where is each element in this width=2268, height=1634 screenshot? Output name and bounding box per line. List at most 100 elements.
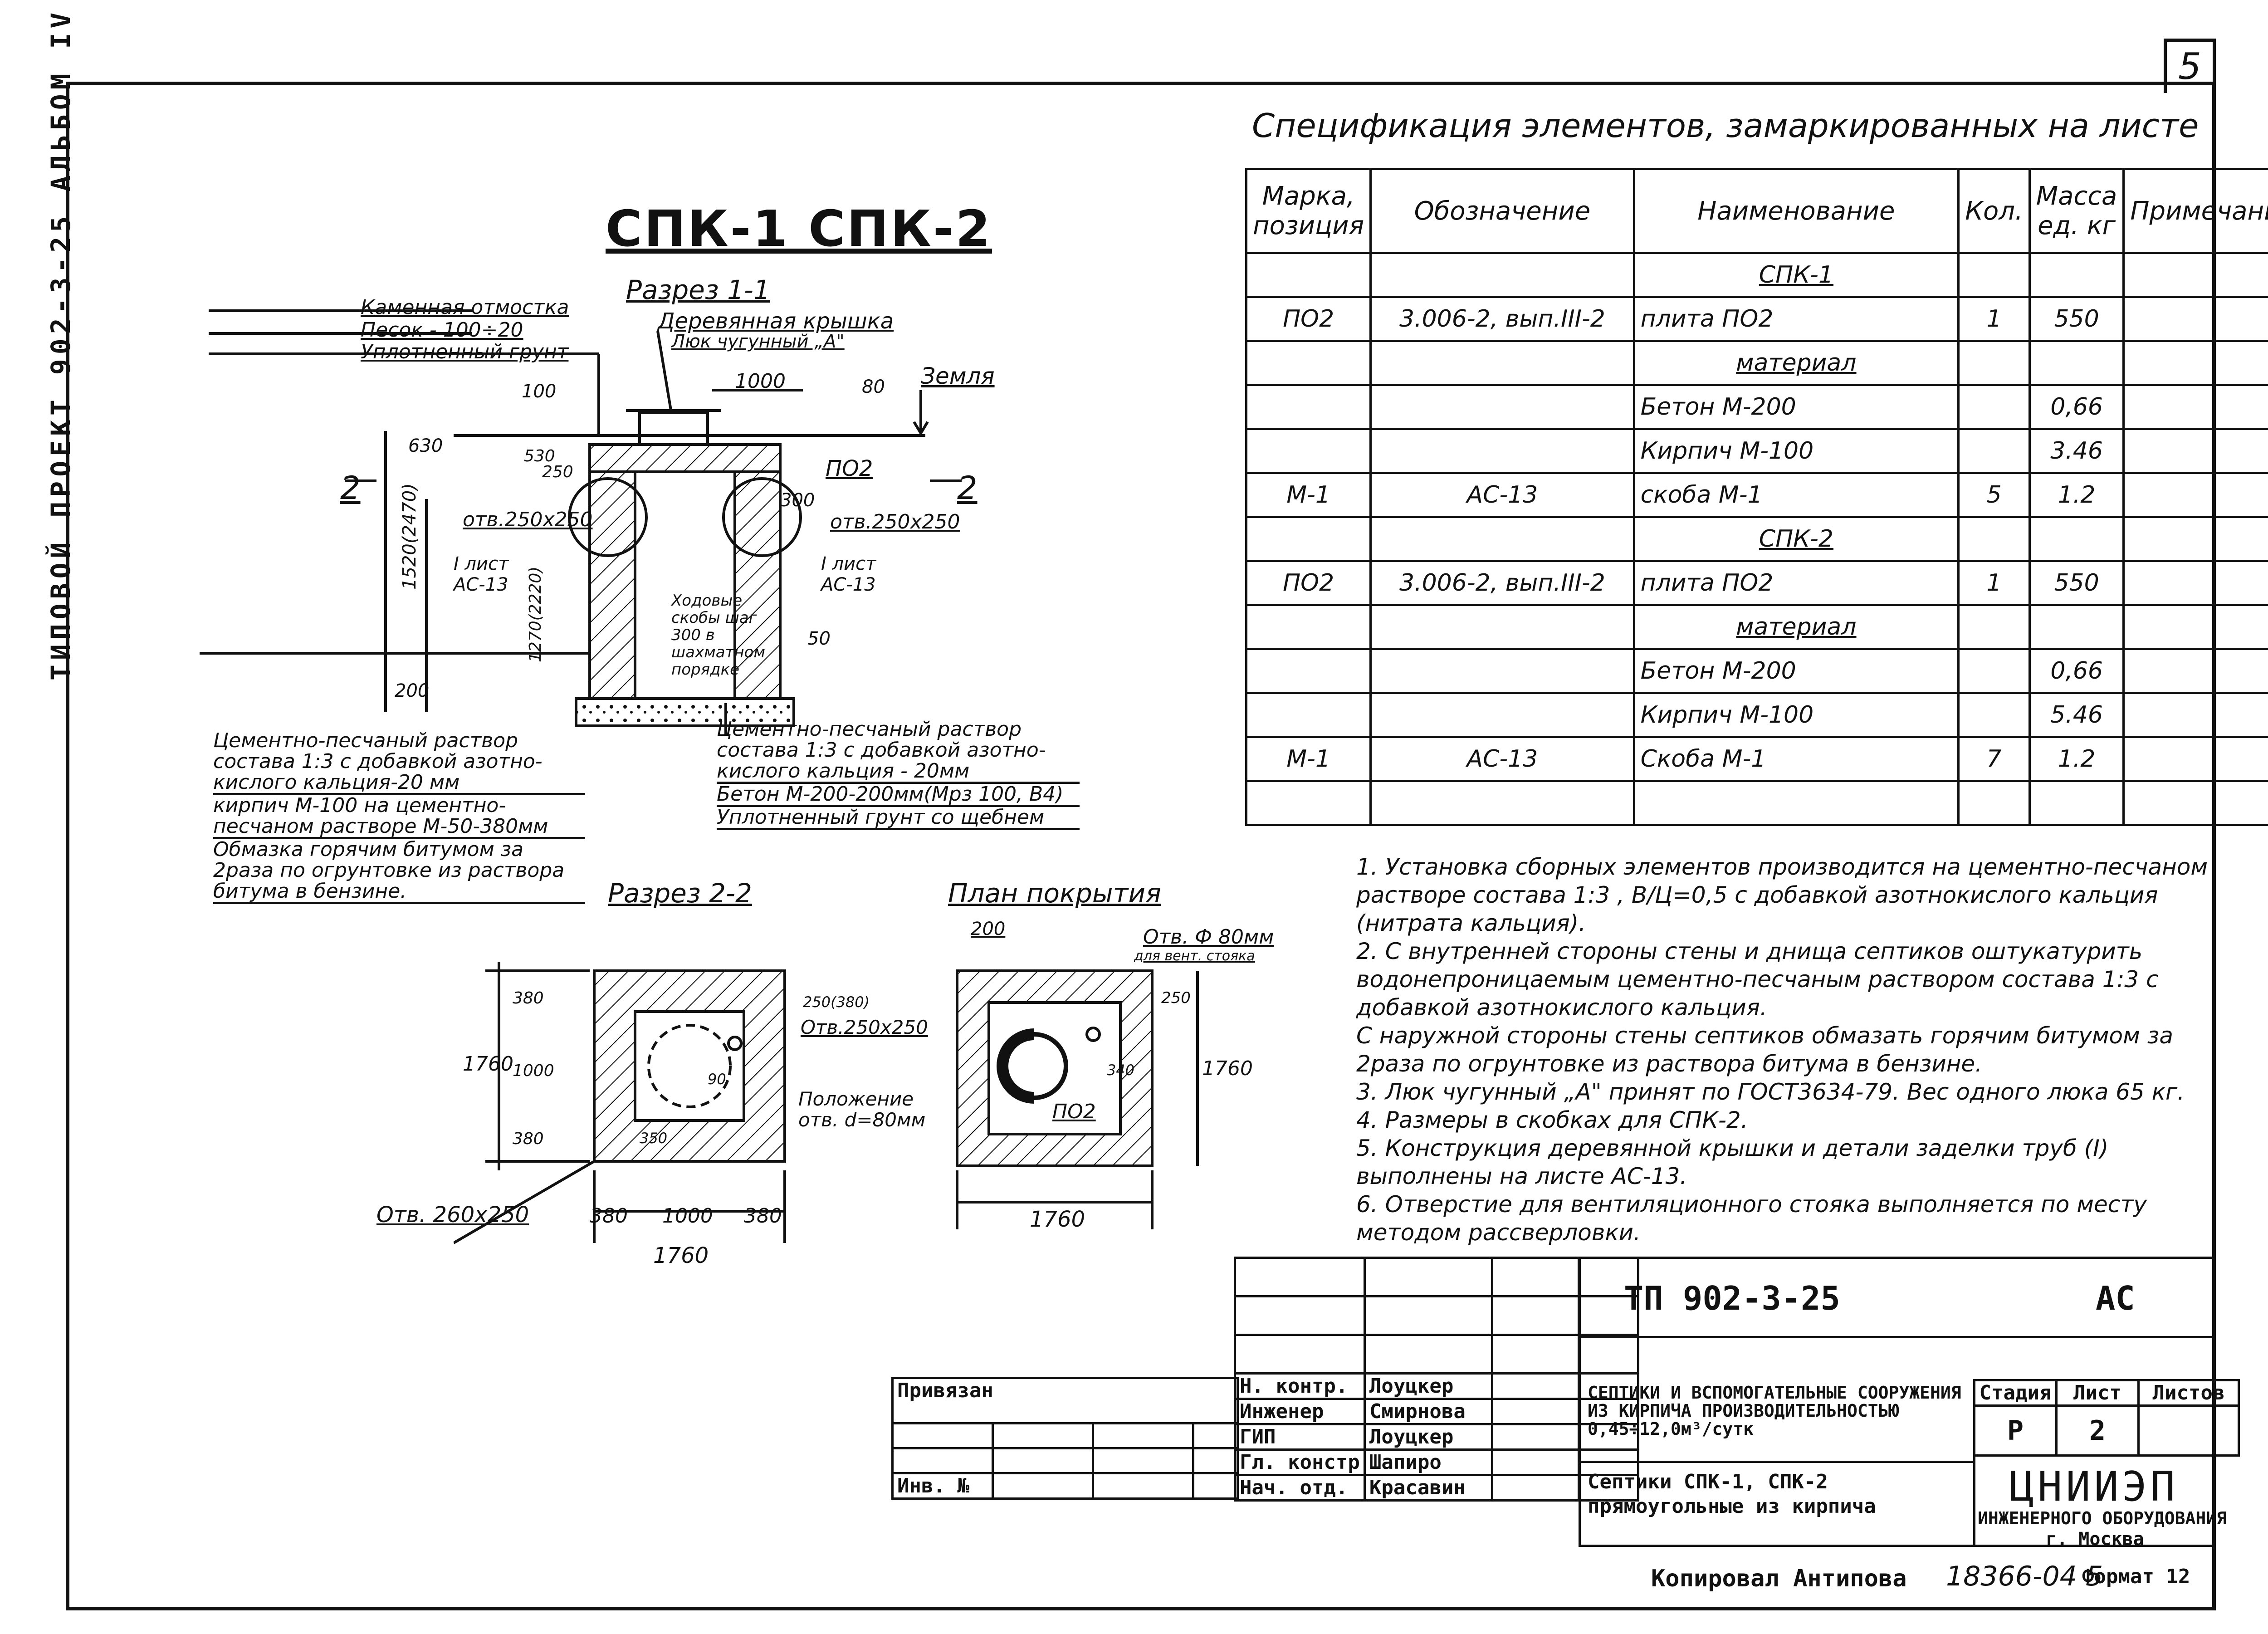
role-1: Н. контр. [1234, 1372, 1366, 1400]
spec-cell [2122, 560, 2268, 606]
s22-d380a: 380 [590, 1204, 628, 1228]
sheet-number: 5 [2164, 39, 2216, 93]
format-label: Формат 12 [2082, 1565, 2190, 1588]
org-city: г. Москва [2046, 1529, 2144, 1550]
spec-cell [1369, 692, 1635, 738]
spec-cell [1957, 516, 2031, 562]
note-3: 3. Люк чугунный „А" принят по ГОСТ3634-7… [1356, 1079, 2185, 1105]
s22-position: Положение отв. d=80мм [798, 1088, 926, 1131]
spec-cell [1245, 648, 1372, 694]
spec-header-mass: Масса ед. кг [2028, 168, 2125, 254]
dim-80: 80 [862, 377, 885, 397]
dim-100: 100 [522, 381, 557, 402]
spec-cell: материал [1633, 340, 1960, 386]
spec-header-qty: Кол. [1957, 168, 2031, 254]
spec-cell: СПК-2 [1633, 516, 1960, 562]
plan-hole: Отв. Ф 80мм [1143, 925, 1274, 949]
drawing-title: СПК-1 СПК-2 [606, 200, 992, 258]
ref-left: I лист АС-13 [454, 553, 509, 595]
s22-d90: 90 [708, 1071, 726, 1088]
spec-cell [1245, 340, 1372, 386]
plan-d340: 340 [1107, 1062, 1135, 1079]
binding-block: Привязан Инв. № [891, 1377, 1239, 1500]
object-title: СЕПТИКИ И ВСПОМОГАТЕЛЬНЫЕ СООРУЖЕНИЯ ИЗ … [1588, 1383, 1961, 1439]
spec-header-mark: Марка, позиция [1245, 168, 1372, 254]
spec-cell [2028, 604, 2125, 650]
sheet-title: Септики СПК-1, СПК-2 прямоугольные из ки… [1588, 1470, 1876, 1518]
note-5: 5. Конструкция деревянной крышки и детал… [1356, 1135, 2109, 1189]
tb-vline [1973, 1379, 1975, 1547]
name-5: Красавин [1363, 1474, 1493, 1502]
spec-cell [1369, 648, 1635, 694]
s22-d250-380: 250(380) [803, 993, 870, 1011]
cut-mark-left: 2 [340, 470, 361, 507]
drawing-frame [66, 82, 2216, 1610]
spec-cell: Кирпич М-100 [1633, 692, 1960, 738]
s22-opening: Отв.250х250 [801, 1016, 928, 1038]
spec-cell [1245, 428, 1372, 474]
spec-cell [2028, 252, 2125, 298]
layer-note-left-3: Обмазка горячим битумом за 2раза по огру… [213, 839, 585, 904]
name-1: Лоуцкер [1363, 1372, 1493, 1400]
spec-cell [1245, 604, 1372, 650]
spec-cell: 3.006-2, вып.III-2 [1369, 560, 1635, 606]
label-sand: Песок - 100÷20 [361, 318, 523, 342]
label-hatch: Люк чугунный „А" [671, 331, 845, 352]
spec-cell: Скоба М-1 [1633, 736, 1960, 782]
sheets-label: Листов [2137, 1379, 2240, 1407]
dim-1520: 1520(2470) [399, 483, 420, 590]
spec-cell [2028, 780, 2125, 826]
spec-cell: Бетон М-200 [1633, 384, 1960, 430]
spec-row: СПК-1 [1245, 252, 2268, 298]
sheet-value: 2 [2055, 1404, 2140, 1457]
notes: 1. Установка сборных элементов производи… [1356, 853, 2218, 1247]
role-5: Нач. отд. [1234, 1474, 1366, 1502]
label-hole-left: отв.250х250 [463, 508, 593, 531]
spec-cell [1957, 648, 2031, 694]
note-2b: С наружной стороны стены септиков обмаза… [1356, 1022, 2173, 1077]
spec-cell: 0,66 [2028, 384, 2125, 430]
spec-cell: 7 [1957, 736, 2031, 782]
note-2: 2. С внутренней стороны стены и днища се… [1356, 938, 2159, 1021]
spec-cell [1369, 340, 1635, 386]
dim-300: 300 [780, 490, 815, 511]
spec-cell: плита ПО2 [1633, 296, 1960, 342]
spec-cell: 1 [1957, 560, 2031, 606]
note-4: 4. Размеры в скобках для СПК-2. [1356, 1107, 1748, 1133]
spec-cell [2028, 340, 2125, 386]
bound-label: Привязан [891, 1377, 1239, 1424]
spec-cell: ПО2 [1245, 560, 1372, 606]
spec-row: Кирпич М-100 5.46 [1245, 692, 2268, 738]
spec-cell: М-1 [1245, 472, 1372, 518]
spec-cell: АС-13 [1369, 472, 1635, 518]
spec-cell [2122, 604, 2268, 650]
spec-row [1245, 780, 2268, 826]
s22-d380-v1: 380 [513, 989, 544, 1008]
spec-cell: Бетон М-200 [1633, 648, 1960, 694]
spec-cell [2122, 428, 2268, 474]
spec-cell: 1.2 [2028, 736, 2125, 782]
plan-hole-note: для вент. стояка [1134, 948, 1255, 964]
plan-d1760-v: 1760 [1202, 1057, 1253, 1080]
spec-cell: Кирпич М-100 [1633, 428, 1960, 474]
name-4: Шапиро [1363, 1448, 1493, 1476]
plan-d1760: 1760 [1030, 1207, 1085, 1232]
dim-630: 630 [408, 435, 443, 456]
layer-note-right-3: Уплотненный грунт со щебнем [717, 807, 1080, 830]
note-1: 1. Установка сборных элементов производи… [1356, 854, 2208, 936]
layer-note-right-1: Цементно-песчаный раствор состава 1:3 с … [717, 719, 1080, 784]
sheets-value [2137, 1404, 2240, 1457]
spec-cell [2122, 516, 2268, 562]
spec-row: материал [1245, 340, 2268, 386]
spec-row: Бетон М-200 0,66 [1245, 384, 2268, 430]
spec-table: Марка, позиция Обозначение Наименование … [1245, 168, 2268, 826]
spec-cell: 5.46 [2028, 692, 2125, 738]
stage-value: Р [1973, 1404, 2058, 1457]
spec-cell [2122, 384, 2268, 430]
spec-title: Спецификация элементов, замаркированных … [1252, 107, 2199, 145]
